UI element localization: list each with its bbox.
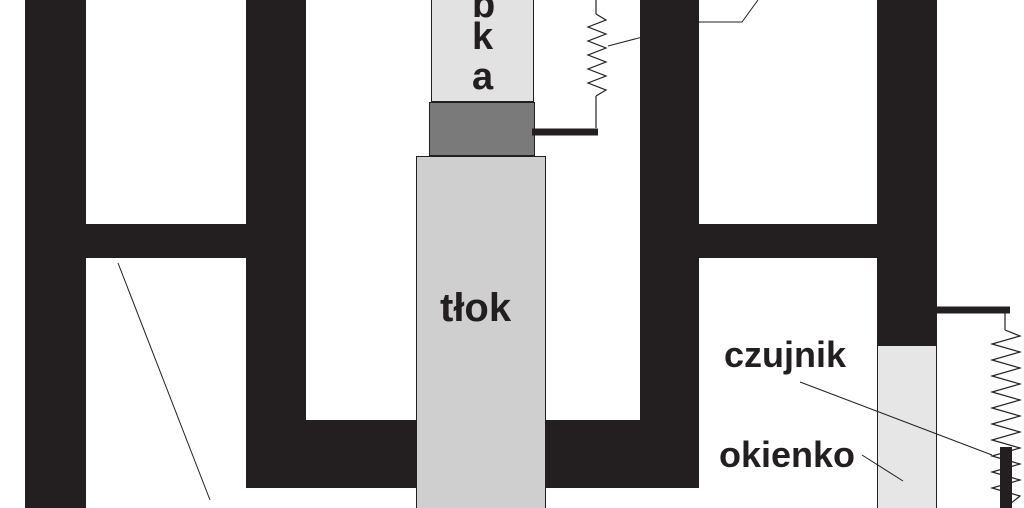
head-letter-a: a [472,56,494,98]
left-outer-column [25,0,86,508]
piston-head [431,0,534,102]
sensor-bar [1000,447,1012,508]
leader-line-spring [607,0,759,47]
sensor-window [877,345,937,508]
right-inner-column [640,0,699,488]
head-letter-b: b [472,0,496,26]
right-crossbar [699,224,879,258]
head-letter-k: k [472,16,494,58]
window-label: okienko [719,434,856,475]
piston [416,156,546,508]
leader-line-window [861,454,904,482]
leader-line-left [117,262,211,501]
left-spring-icon [586,0,608,128]
left-crossbar [86,224,246,258]
piston-cap [429,102,535,156]
piston-label: tłok [440,286,512,330]
left-inner-column [246,0,306,488]
leader-line-sensor [799,381,993,456]
sensor-label: czujnik [724,334,847,375]
right-outer-column [877,0,937,345]
